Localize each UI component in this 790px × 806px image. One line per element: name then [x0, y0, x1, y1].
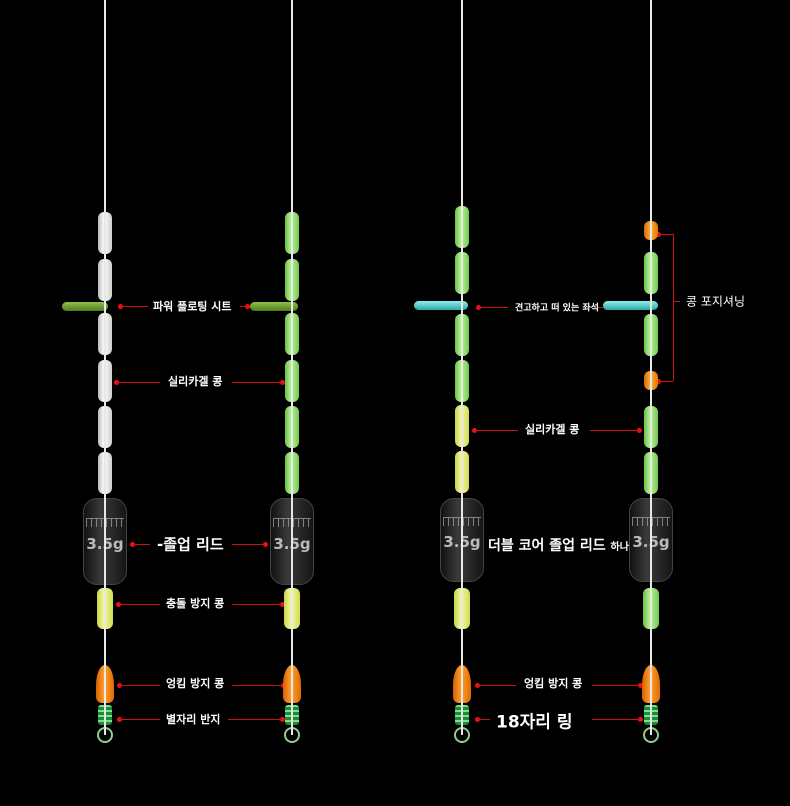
pointer-line	[673, 301, 680, 302]
floating-seat-stick	[603, 301, 658, 310]
label-anti-tangle-left: 엉킴 방지 콩	[166, 677, 225, 690]
pointer-line	[592, 719, 640, 720]
pointer-dot	[263, 542, 268, 547]
pointer-line	[118, 604, 160, 605]
fishing-line	[461, 0, 463, 735]
pointer-line	[232, 604, 282, 605]
pointer-line	[477, 685, 516, 686]
pointer-line	[132, 544, 150, 545]
label-anti-tangle-right: 엉킴 방지 콩	[524, 677, 583, 690]
floating-seat-stick	[414, 301, 468, 310]
label-double-core-lead-suffix: 하나	[610, 542, 629, 553]
fishing-line	[291, 0, 293, 735]
floating-seat-stick	[250, 302, 298, 311]
pointer-dot	[280, 380, 285, 385]
pointer-dot	[245, 304, 250, 309]
pointer-line	[240, 306, 247, 307]
label-ring-left: 별자리 반지	[166, 713, 221, 726]
label-power-floating-seat: 파워 플로팅 시트	[153, 300, 232, 313]
label-floating-seat-right: 견고하고 떠 있는 좌석	[515, 303, 599, 314]
label-bead-positioning: 콩 포지셔닝	[686, 294, 746, 309]
pointer-line	[658, 234, 673, 235]
pointer-dot	[638, 683, 643, 688]
pointer-line	[598, 307, 606, 308]
label-silica-bead-right: 실리카겔 콩	[525, 423, 580, 436]
fishing-line	[104, 0, 106, 735]
pointer-line	[590, 430, 639, 431]
positioning-bracket	[673, 234, 674, 381]
pointer-line	[119, 685, 160, 686]
pointer-dot	[280, 602, 285, 607]
pointer-dot	[638, 717, 643, 722]
pointer-line	[116, 382, 160, 383]
pointer-line	[232, 685, 283, 686]
label-anti-collision-bead: 충돌 방지 콩	[166, 597, 225, 610]
label-lead-left: -졸업 리드	[157, 535, 224, 554]
label-ring-right: 18자리 링	[496, 712, 573, 733]
label-double-core-lead-text: 더블 코어 졸업 리드	[488, 538, 606, 554]
pointer-line	[658, 381, 673, 382]
floating-seat-stick	[62, 302, 108, 311]
pointer-line	[477, 719, 490, 720]
pointer-line	[474, 430, 518, 431]
label-double-core-lead: 더블 코어 졸업 리드 하나	[488, 535, 629, 555]
pointer-dot	[637, 428, 642, 433]
pointer-line	[592, 685, 640, 686]
label-silica-bead-left: 실리카겔 콩	[168, 375, 223, 388]
pointer-line	[120, 306, 148, 307]
pointer-line	[232, 544, 265, 545]
pointer-line	[119, 719, 160, 720]
fishing-line	[650, 0, 652, 735]
pointer-line	[232, 382, 282, 383]
pointer-dot	[280, 717, 285, 722]
pointer-line	[478, 307, 508, 308]
pointer-line	[228, 719, 282, 720]
